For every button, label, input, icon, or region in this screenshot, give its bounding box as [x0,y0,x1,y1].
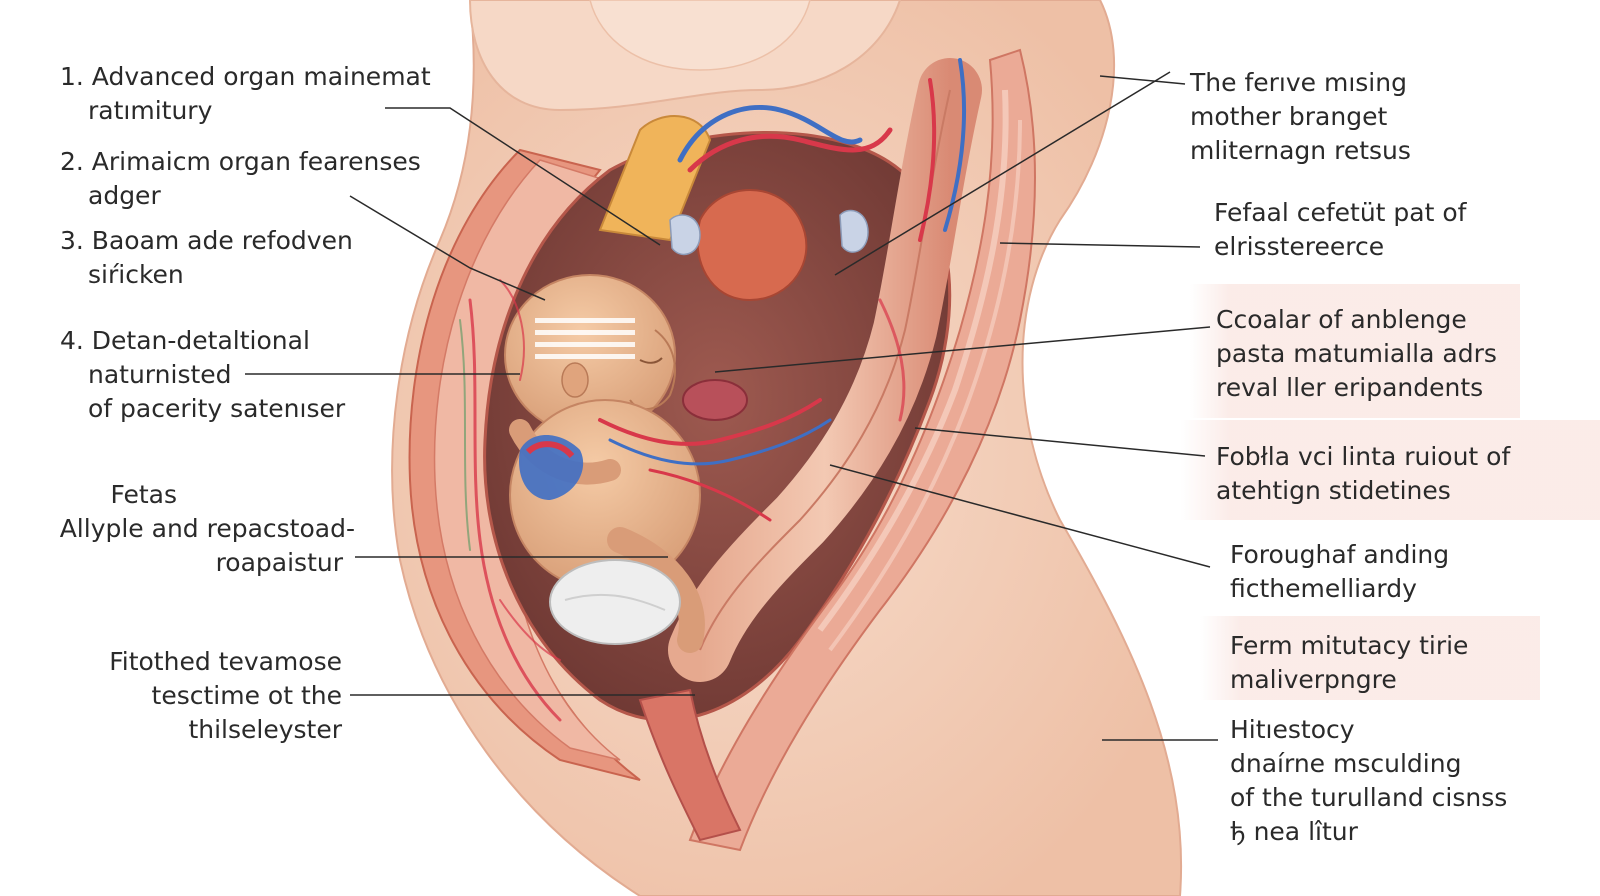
left-label-5: Fetas Allyple and repacstoad- roapaistur [40,478,355,580]
label-line: Fetas [110,480,177,509]
label-line: 3. Baoam ade refodven [60,226,353,255]
cranial-stripes [535,318,635,359]
left-label-6: Fitothed tevamose tesctime ot the thilse… [40,645,342,747]
label-line: of pacerity satenıser [88,394,346,423]
label-line: ratımitury [88,96,213,125]
label-line: of the turulland cisnss [1230,783,1508,812]
label-line: naturnisted [88,360,232,389]
label-line: ђ nea lîtur [1230,817,1358,846]
kidney-right [839,209,869,253]
label-line: thilseleyster [188,715,342,744]
label-line: ficthemelliardy [1230,574,1417,603]
leader-line [834,71,1171,276]
right-label-1: The ferıve mısing mother branget mlitern… [1190,66,1411,168]
breast-shape [589,0,811,71]
fetus-closed-eye [639,357,663,364]
leader-line [914,427,1206,457]
label-line: reval ller eripandents [1216,373,1484,402]
leader-lines [245,71,1218,741]
right-label-3: Ccoalar of anblenge pasta matumialla adr… [1216,303,1497,405]
label-line: 2. Arimaicm organ fearenses [60,147,421,176]
label-line: pasta matumialla adrs [1216,339,1497,368]
label-line: Fobłla vci linta ruiout of [1216,442,1511,471]
label-line: The ferıve mısing [1190,68,1407,97]
label-line: 4. Detan-detaltional [60,326,310,355]
blood-vessels [459,58,967,722]
fetus-shoulder-vessel-red [525,441,575,459]
label-band [1190,284,1520,418]
label-line: Fefaal cefetüt pat of [1214,198,1467,227]
label-line: elrisstereerce [1214,232,1385,261]
leader-line [1099,75,1186,85]
leader-line [385,107,661,246]
label-line: mother branget [1190,102,1388,131]
label-line: adger [88,181,161,210]
fetus [504,274,705,653]
right-label-7: Hitıestocy dnaírne msculding of the turu… [1230,713,1507,849]
cervix-region [638,688,742,842]
leader-line [349,195,546,301]
back-muscle-stripes [817,89,1009,632]
upper-organ-yellow [598,115,712,242]
label-line: Ferm mitutacy tirie [1230,631,1469,660]
left-label-3: 3. Baoam ade refodven siŕicken [60,224,353,292]
label-line: tesctime ot the [151,681,342,710]
label-line: mliternagn retsus [1190,136,1411,165]
fetus-buttocks-wrap [549,559,681,645]
label-line: roapaistur [215,548,343,577]
label-line: dnaírne msculding [1230,749,1462,778]
label-line: Fitothed tevamose [109,647,342,676]
kidney-left [669,214,701,256]
label-line: atehtign stidetines [1216,476,1451,505]
right-label-2: Fefaal cefetüt pat of elrisstereerce [1214,196,1466,264]
left-label-4: 4. Detan-detaltional naturnisted of pace… [60,324,345,426]
label-band [1200,616,1540,700]
leader-line [999,242,1201,248]
stomach-organ [696,189,808,302]
label-line: 1. Advanced organ mainemat [60,62,431,91]
back-muscle-stripes [828,119,1022,652]
right-label-6: Ferm mitutacy tirie maliverpngre [1230,629,1468,697]
leader-line [829,464,1211,568]
label-line: Ccoalar of anblenge [1216,305,1467,334]
fetus-leg [607,527,705,653]
label-line: Allyple and repacstoad- [59,514,355,543]
label-line: Hitıestocy [1230,715,1355,744]
placenta [682,379,748,421]
wrap-fold [564,593,666,611]
label-band [1180,420,1600,520]
right-label-5: Foroughaf anding ficthemelliardy [1230,538,1449,606]
label-line: maliverpngre [1230,665,1397,694]
right-label-4: Fobłla vci linta ruiout of atehtign stid… [1216,440,1510,508]
left-label-2: 2. Arimaicm organ fearenses adger [60,145,421,213]
back-muscle-layer [688,48,1036,852]
label-line: Foroughaf anding [1230,540,1450,569]
fetus-ear [561,362,589,398]
leader-line [714,326,1211,373]
label-line: siŕicken [88,260,184,289]
left-label-1: 1. Advanced organ mainemat ratımitury [60,60,431,128]
